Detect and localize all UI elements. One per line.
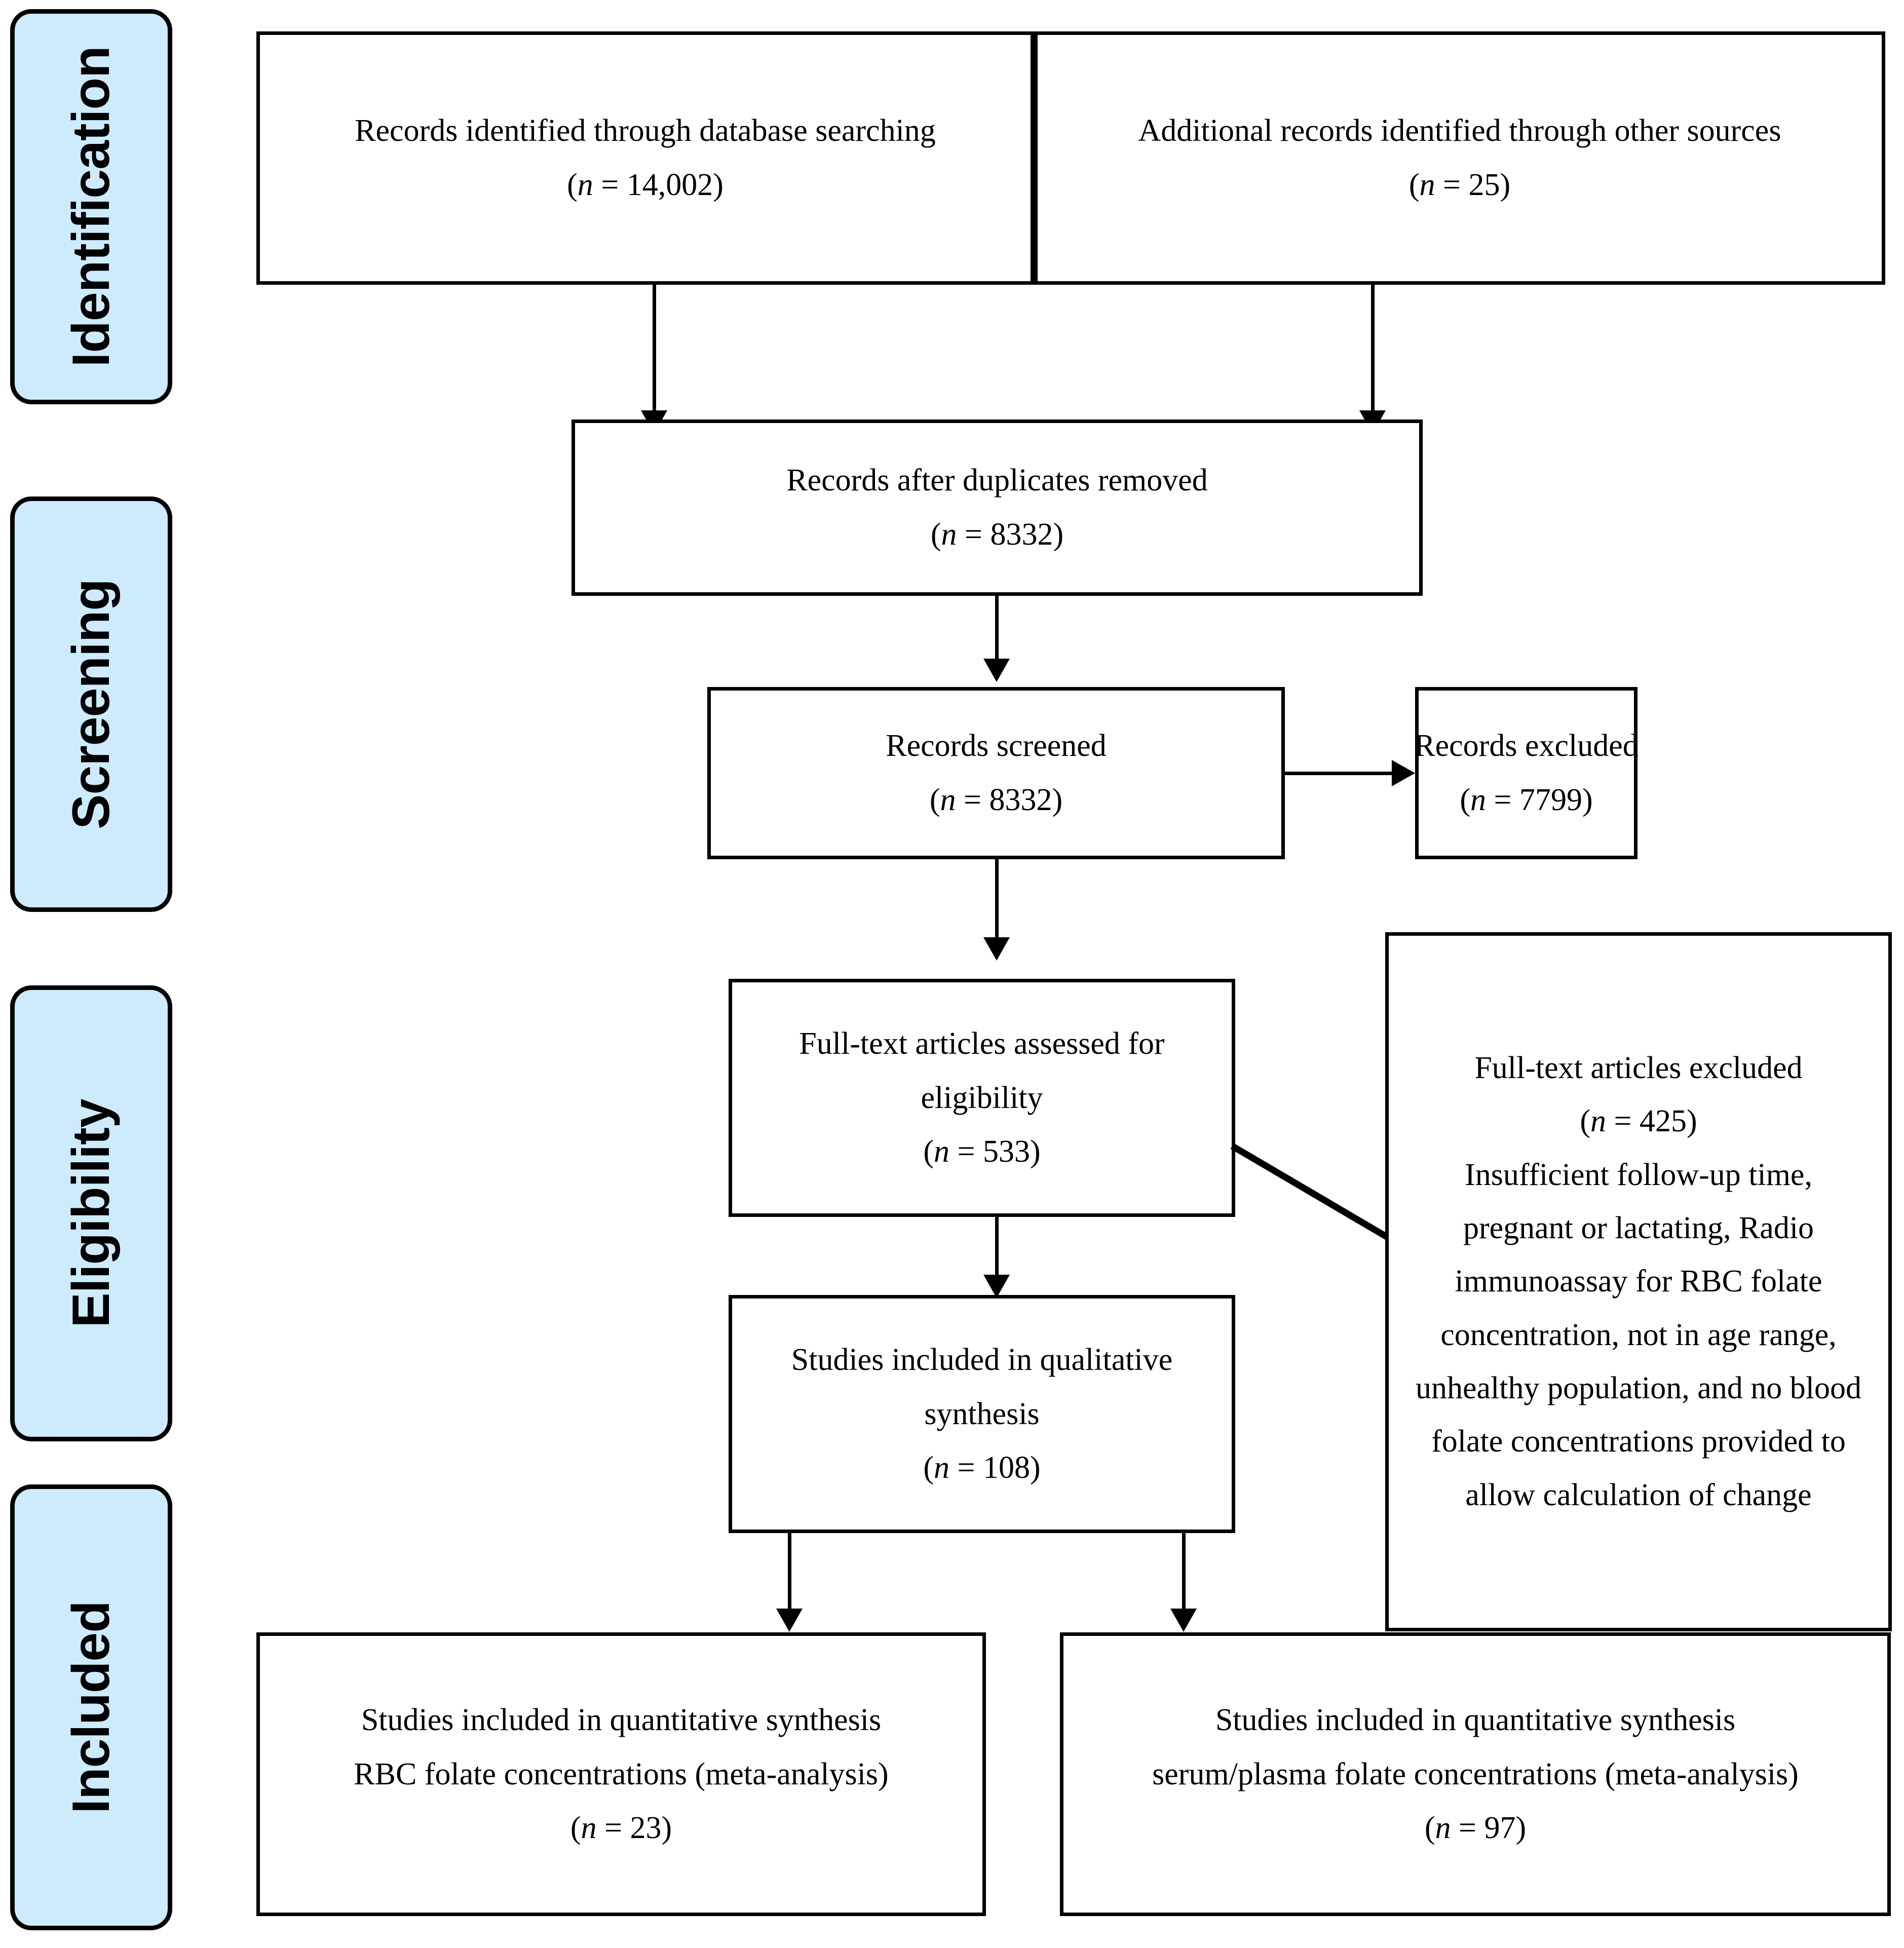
box-count: (n = 108) (923, 1450, 1041, 1485)
connector-line-fulltext-to-qualitative (995, 1217, 999, 1283)
box-count: (n = 23) (570, 1811, 672, 1846)
box-records-identified-other-sources: Additional records identified through ot… (1034, 31, 1885, 285)
connector-line-screened-to-fulltext (995, 859, 999, 945)
box-line-text: Records excluded (1414, 729, 1639, 763)
box-count: (n = 8332) (929, 783, 1063, 817)
connector-line-qualitative-to-serum (1182, 1533, 1186, 1617)
stage-pill-included: Included (10, 1484, 172, 1930)
box-records-screened: Records screened (n = 8332) (707, 687, 1285, 859)
box-line-text-2: synthesis (924, 1396, 1040, 1431)
stage-pill-screening: Screening (10, 496, 172, 912)
arrow-duplicates-to-screened (983, 659, 1010, 682)
arrow-fulltext-to-qualitative (983, 1275, 1010, 1298)
arrow-screened-to-excluded (1392, 760, 1415, 786)
box-line-text-2: eligibility (921, 1080, 1043, 1115)
box-count: (n = 8332) (930, 517, 1064, 552)
stage-label-included: Included (62, 1601, 121, 1814)
box-line-text: Records identified through database sear… (355, 113, 936, 148)
box-records-identified-database: Records identified through database sear… (256, 31, 1034, 285)
connector-line-screened-to-excluded (1285, 772, 1393, 775)
connector-line-duplicates-to-screened (995, 596, 999, 667)
box-line-text: Records after duplicates removed (786, 463, 1208, 498)
box-line-text: Studies included in quantitative synthes… (361, 1703, 882, 1738)
box-exclusion-reasons: Insufficient follow-up time, pregnant or… (1416, 1157, 1861, 1512)
box-count: (n = 25) (1408, 168, 1511, 202)
box-line-text-2: serum/plasma folate concentrations (meta… (1152, 1756, 1799, 1791)
box-records-after-duplicates-removed: Records after duplicates removed (n = 83… (572, 419, 1423, 596)
arrow-qualitative-to-serum (1170, 1609, 1197, 1632)
box-line-text: Studies included in qualitative (791, 1343, 1173, 1378)
box-line-text: Full-text articles assessed for (799, 1026, 1165, 1061)
box-count: (n = 425) (1580, 1104, 1697, 1139)
box-quantitative-synthesis-rbc-folate: Studies included in quantitative synthes… (256, 1632, 986, 1916)
box-quantitative-synthesis-serum-plasma-folate: Studies included in quantitative synthes… (1060, 1632, 1891, 1916)
box-studies-qualitative-synthesis: Studies included in qualitative synthesi… (729, 1295, 1235, 1533)
box-line-text: Full-text articles excluded (1474, 1050, 1803, 1085)
stage-pill-eligibility: Eligibility (10, 985, 172, 1441)
stage-pill-identification: Identification (10, 9, 172, 404)
connector-line-other-to-duplicates (1371, 285, 1375, 418)
stage-label-eligibility: Eligibility (62, 1099, 121, 1328)
connector-line-qualitative-to-rbc (788, 1533, 791, 1617)
box-count: (n = 97) (1424, 1811, 1527, 1846)
box-line-text: Records screened (886, 729, 1107, 763)
box-count: (n = 14,002) (567, 168, 723, 202)
box-count: (n = 533) (923, 1134, 1041, 1169)
arrow-qualitative-to-rbc (776, 1609, 803, 1632)
box-line-text-2: RBC folate concentrations (meta-analysis… (354, 1756, 889, 1791)
arrow-screened-to-fulltext (983, 937, 1010, 961)
box-fulltext-articles-excluded: Full-text articles excluded (n = 425) In… (1385, 932, 1892, 1631)
connector-line-db-to-duplicates (653, 285, 656, 418)
box-records-excluded: Records excluded (n = 7799) (1414, 687, 1639, 859)
box-line-text: Additional records identified through ot… (1138, 113, 1781, 148)
box-fulltext-assessed-for-eligibility: Full-text articles assessed for eligibil… (729, 979, 1235, 1217)
stage-label-identification: Identification (62, 46, 121, 367)
box-line-text: Studies included in quantitative synthes… (1215, 1703, 1736, 1738)
stage-label-screening: Screening (62, 579, 121, 829)
box-count: (n = 7799) (1460, 783, 1593, 817)
